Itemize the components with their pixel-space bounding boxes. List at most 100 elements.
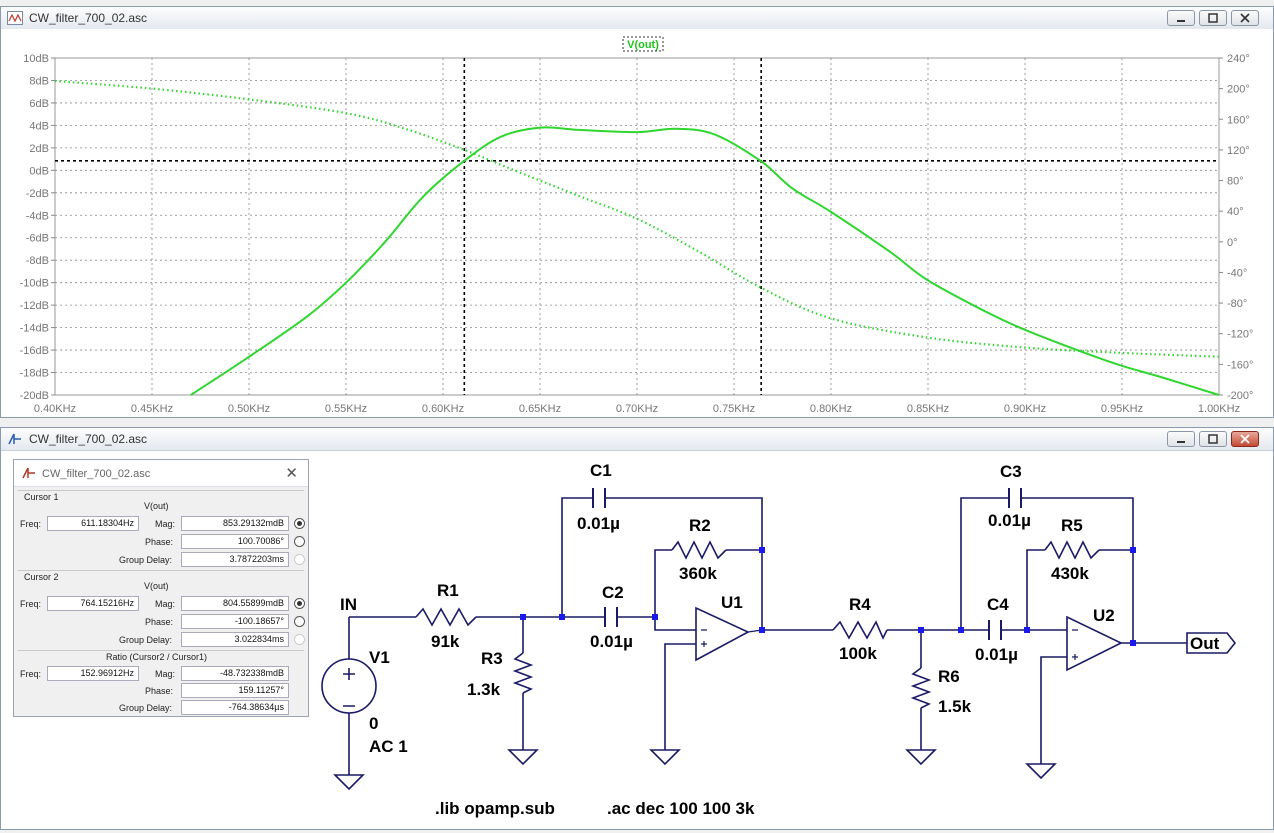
label-v1: V1 xyxy=(369,648,390,667)
label-r3-value: 1.3k xyxy=(467,680,501,699)
label-c2: C2 xyxy=(602,583,624,602)
ratio-freq-field[interactable]: 152.96912Hz xyxy=(47,666,139,681)
cursor2-mag-field[interactable]: 804.55899mdB xyxy=(181,596,289,611)
r5-symbol xyxy=(1044,540,1100,560)
cursor2-mag-radio[interactable] xyxy=(294,598,305,609)
x-tick-label: 1.00KHz xyxy=(1198,403,1240,415)
capacitor-symbols[interactable] xyxy=(592,488,1022,640)
x-tick-label: 0.55KHz xyxy=(325,403,367,415)
cursor1-label: Cursor 1 xyxy=(24,492,59,502)
ratio-phase-field[interactable]: 159.11257° xyxy=(181,683,289,698)
opamp-pins xyxy=(701,629,1078,660)
u2-symbol xyxy=(1066,615,1123,672)
plot-cursors xyxy=(55,58,1219,395)
label-r1: R1 xyxy=(437,581,459,600)
maximize-button[interactable] xyxy=(1199,10,1227,26)
cursor2-label: Cursor 2 xyxy=(24,572,59,582)
cursor1-trace: V(out) xyxy=(144,501,169,511)
cursor2-trace: V(out) xyxy=(144,581,169,591)
out-port[interactable] xyxy=(1186,632,1237,654)
y-left-tick-label: -2dB xyxy=(26,188,49,200)
cursor2-phase-radio[interactable] xyxy=(294,616,305,627)
cursor-readout-panel[interactable]: CW_filter_700_02.asc ✕ Cursor 1 V(out) F… xyxy=(13,459,309,717)
cursor2-gd-radio[interactable] xyxy=(294,634,305,645)
close-button[interactable] xyxy=(1231,431,1259,447)
x-tick-label: 0.60KHz xyxy=(422,403,464,415)
y-left-tick-label: 0dB xyxy=(29,165,49,177)
cursor1-phase-field[interactable]: 100.70086° xyxy=(181,534,289,549)
minimize-button[interactable] xyxy=(1167,10,1195,26)
ratio-gd-field[interactable]: -764.38634µs xyxy=(181,700,289,715)
schematic-icon xyxy=(8,433,21,445)
r3-symbol xyxy=(512,652,534,694)
y-right-tick-label: 120° xyxy=(1227,145,1250,157)
y-left-tick-label: -6dB xyxy=(26,233,49,245)
cursor1-mag-field[interactable]: 853.29132mdB xyxy=(181,516,289,531)
label-in: IN xyxy=(340,595,357,614)
cursor1-freq-field[interactable]: 611.18304Hz xyxy=(47,516,139,531)
trace-label-box xyxy=(622,36,664,52)
y-right-tick-label: 40° xyxy=(1227,206,1244,218)
minimize-button[interactable] xyxy=(1167,431,1195,447)
cursor2-gd-field[interactable]: 3.022834ms xyxy=(181,632,289,647)
r1-symbol xyxy=(415,607,477,627)
y-left-tick-label: -10dB xyxy=(20,278,49,290)
cursor2-gd-label: Group Delay: xyxy=(119,635,173,645)
ratio-mag-field[interactable]: -48.732338mdB xyxy=(181,666,289,681)
y-right-tick-label: 200° xyxy=(1227,84,1250,96)
v1-symbol[interactable] xyxy=(321,638,377,734)
y-right-tick-label: -200° xyxy=(1227,390,1253,402)
cursor2-mag-label: Mag: xyxy=(155,599,176,609)
cursor1-phase-radio[interactable] xyxy=(294,536,305,547)
x-tick-label: 0.95KHz xyxy=(1101,403,1143,415)
c2-symbol xyxy=(604,607,618,627)
y-left-tick-label: -16dB xyxy=(20,345,49,357)
schematic-window-titlebar[interactable]: CW_filter_700_02.asc xyxy=(1,428,1273,451)
y-right-tick-label: 80° xyxy=(1227,176,1244,188)
label-c1: C1 xyxy=(590,461,612,480)
ratio-phase-label: Phase: xyxy=(145,686,174,696)
y-left-tick-label: -8dB xyxy=(26,255,49,267)
maximize-button[interactable] xyxy=(1199,431,1227,447)
close-button[interactable] xyxy=(1231,10,1259,26)
cursor2-group: Cursor 2 V(out) Freq: 764.15216Hz Mag: 8… xyxy=(18,570,305,651)
y-left-tick-label: -14dB xyxy=(20,323,49,335)
resistor-symbols[interactable] xyxy=(415,540,1100,709)
r4-symbol xyxy=(832,620,888,640)
label-v1-value: 0 xyxy=(369,714,378,733)
plot-window-titlebar[interactable]: CW_filter_700_02.asc xyxy=(1,7,1273,30)
cursor1-gd-radio[interactable] xyxy=(294,554,305,565)
y-left-tick-label: -12dB xyxy=(20,300,49,312)
x-tick-label: 0.90KHz xyxy=(1004,403,1046,415)
label-c1-value: 0.01µ xyxy=(577,514,620,533)
cursor2-phase-field[interactable]: -100.18657° xyxy=(181,614,289,629)
y-right-tick-label: -160° xyxy=(1227,359,1253,371)
ratio-label: Ratio (Cursor2 / Cursor1) xyxy=(106,652,208,662)
label-r4-value: 100k xyxy=(839,644,877,663)
plot-window-title: CW_filter_700_02.asc xyxy=(29,11,148,25)
trace-label[interactable]: V(out) xyxy=(627,39,659,51)
label-c3-value: 0.01µ xyxy=(988,511,1031,530)
cursor1-mag-radio[interactable] xyxy=(294,518,305,529)
schematic-window[interactable]: CW_filter_700_02.asc xyxy=(0,427,1274,830)
phase-trace xyxy=(54,79,1220,358)
label-r2: R2 xyxy=(689,516,711,535)
ratio-gd-label: Group Delay: xyxy=(119,703,173,713)
schematic-canvas[interactable]: IN R1 91k R3 1.3k C1 0.01µ C2 0.01µ R2 3… xyxy=(1,450,1273,830)
c3-symbol xyxy=(1008,488,1022,508)
cursor-panel-titlebar[interactable]: CW_filter_700_02.asc ✕ xyxy=(14,460,308,487)
cursor1-gd-field[interactable]: 3.7872203ms xyxy=(181,552,289,567)
y-left-tick-label: -20dB xyxy=(20,390,49,402)
y-right-tick-label: -40° xyxy=(1227,267,1247,279)
opamp-symbols[interactable] xyxy=(695,606,1123,672)
cursor2-freq-label: Freq: xyxy=(20,599,42,609)
ground-symbols xyxy=(333,749,1057,791)
x-tick-label: 0.80KHz xyxy=(810,403,852,415)
y-right-tick-label: 240° xyxy=(1227,53,1250,65)
label-r3: R3 xyxy=(481,649,503,668)
y-right-tick-label: 0° xyxy=(1227,237,1238,249)
close-icon[interactable]: ✕ xyxy=(285,465,298,482)
cursor2-freq-field[interactable]: 764.15216Hz xyxy=(47,596,139,611)
